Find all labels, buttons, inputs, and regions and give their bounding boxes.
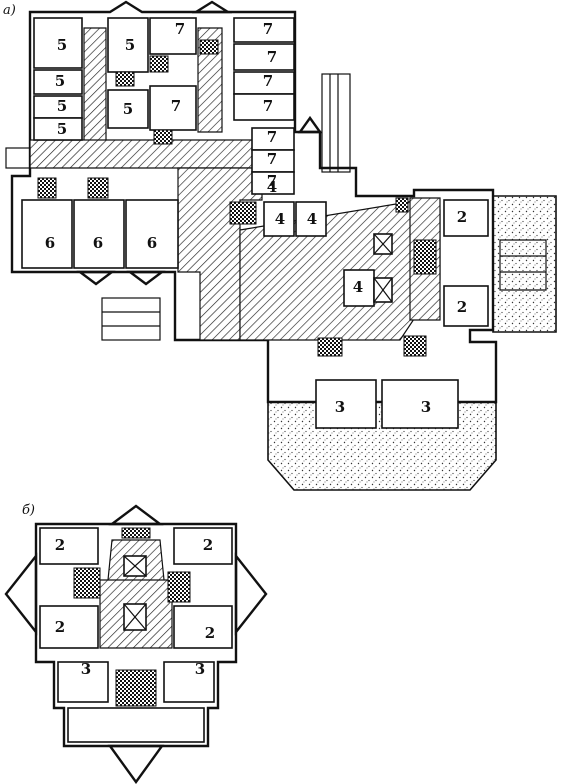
room [33, 69, 83, 95]
room [39, 527, 99, 565]
room [73, 199, 125, 269]
room-number: 7 [263, 72, 273, 90]
wet-block [115, 71, 135, 87]
room [21, 199, 73, 269]
entrance-steps [499, 239, 547, 291]
room-number: 2 [55, 536, 65, 554]
corner-notch [126, 270, 166, 286]
wet-block [413, 239, 437, 275]
wet-block [403, 335, 427, 357]
bay-south [107, 744, 165, 784]
room-number: 7 [175, 20, 185, 38]
room [107, 89, 149, 129]
plan-a: 5 5 5 5 5 5 7 7 7 7 7 7 7 7 7 6 6 6 4 4 … [5, 0, 557, 491]
room-number: 4 [275, 210, 285, 228]
room-number: 2 [203, 536, 213, 554]
room-number: 7 [171, 97, 181, 115]
room-number: 5 [57, 120, 67, 138]
room [33, 117, 83, 141]
plan-b-outline [34, 522, 238, 748]
room [149, 17, 197, 55]
room-number: 6 [93, 234, 103, 252]
entrance-canopy [5, 147, 31, 169]
corridor-cross [29, 139, 263, 169]
room [125, 199, 179, 269]
room [33, 17, 83, 69]
corner-notch [297, 115, 323, 134]
wet-block [73, 567, 101, 599]
corner-notch [191, 0, 233, 14]
room-number: 7 [267, 48, 277, 66]
wet-block [395, 197, 409, 213]
room [173, 605, 233, 649]
room-number: 7 [267, 150, 277, 168]
room [67, 707, 205, 743]
room-number: 3 [421, 398, 431, 416]
room-number: 4 [353, 278, 363, 296]
bay-north [108, 504, 164, 526]
room [233, 17, 295, 43]
room-number: 2 [457, 298, 467, 316]
room-number: 3 [335, 398, 345, 416]
plan-b: 2 2 2 2 3 3 [4, 504, 268, 784]
wet-block [115, 669, 157, 707]
room-number: 5 [123, 100, 133, 118]
room [233, 93, 295, 121]
wet-block [199, 39, 219, 55]
room-number: 7 [263, 97, 273, 115]
wet-block [87, 177, 109, 199]
room-number: 7 [267, 172, 277, 190]
room-number: 7 [267, 128, 277, 146]
plan-a-outline [10, 0, 498, 404]
side-bay-east [234, 552, 268, 636]
plan-a-room-labels: 5 5 5 5 5 5 7 7 7 7 7 7 7 7 7 6 6 6 4 4 … [45, 20, 467, 416]
room-number: 5 [57, 36, 67, 54]
room [163, 661, 215, 703]
wet-block [121, 527, 151, 539]
room [443, 199, 489, 237]
room [57, 661, 109, 703]
room-number: 6 [45, 234, 55, 252]
side-bay-west [4, 552, 38, 636]
corner-notch [76, 270, 116, 286]
room [149, 85, 197, 131]
room-number: 2 [205, 624, 215, 642]
plan-b-room-labels: 2 2 2 2 3 3 [55, 536, 215, 678]
entrance-canopy [321, 73, 351, 173]
room-number: 4 [267, 178, 277, 196]
room-number: 3 [81, 660, 91, 678]
room [443, 285, 489, 327]
room [233, 43, 295, 71]
room-number: 3 [195, 660, 205, 678]
room-number: 6 [147, 234, 157, 252]
wet-block [37, 177, 57, 199]
wet-block [153, 129, 173, 145]
room [381, 379, 459, 429]
room [39, 605, 99, 649]
room-number: 4 [307, 210, 317, 228]
corridor-north [83, 27, 107, 153]
wet-block [149, 55, 169, 73]
room [173, 527, 233, 565]
wet-block [167, 571, 191, 603]
room [263, 201, 295, 237]
entrance-canopy [101, 297, 161, 341]
room [315, 379, 377, 429]
room [251, 171, 295, 195]
room-number: 5 [57, 97, 67, 115]
room-number: 5 [125, 36, 135, 54]
room-number: 7 [263, 20, 273, 38]
caption-a: а) [3, 3, 16, 18]
caption-b: б) [22, 503, 35, 518]
wet-block [229, 201, 257, 225]
room [343, 269, 375, 307]
room-number: 2 [55, 618, 65, 636]
room-number: 2 [457, 208, 467, 226]
room-number: 5 [55, 72, 65, 90]
room [295, 201, 327, 237]
wet-block [317, 337, 343, 357]
